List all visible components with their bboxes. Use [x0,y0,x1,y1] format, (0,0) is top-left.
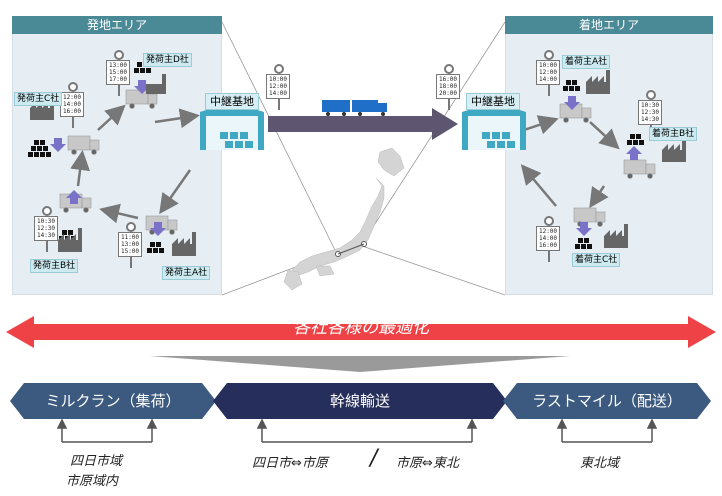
factory-icon [146,74,166,94]
clock-icon [42,206,52,216]
load-arrow-icon [150,222,166,236]
trunk-location-left: 四日市⇔市原 [252,456,328,471]
cargo-stack-icon [563,80,580,91]
destination-hub-warehouse-icon [462,102,526,150]
connector-line [221,21,336,251]
cargo-stack-icon [28,140,51,157]
load-arrow-icon [50,138,66,152]
shipper-d-label: 発荷主D社 [143,53,192,67]
stage-label-milkrun: ミルクラン（集荷） [45,392,181,410]
factory-icon [172,232,196,256]
factory-icon [604,224,628,248]
clock-icon [114,50,124,60]
lastmile-location: 東北域 [580,456,620,471]
truck-icon [573,207,606,227]
origin-hub-warehouse-icon [200,102,264,150]
cargo-stack-icon [575,238,592,249]
stage-bar-milkrun [10,383,216,419]
clock-icon [544,216,554,226]
unload-arrow-icon [626,146,642,160]
truck-icon [559,103,592,123]
unload-arrow-icon [564,96,580,110]
clock-icon [544,50,554,60]
trunk-arrow [268,108,458,140]
optimization-arrow [6,316,716,348]
connector-line [361,245,506,296]
clock-icon [444,64,454,74]
receiver-c-label: 着荷主C社 [572,253,621,267]
optimization-label: 各社各様の最適化 [293,318,429,338]
cargo-stack-icon [147,242,164,253]
shipper-b-label: 発荷主B社 [30,259,79,273]
factory-icon [586,70,610,94]
clock-icon [274,64,284,74]
trunk-truck-icon [322,100,387,116]
stage-label-trunk: 幹線輸送 [329,392,390,410]
origin-area-title: 発地エリア [12,16,222,34]
factory-icon [662,138,686,162]
clock-icon [68,82,78,92]
stage-bar-trunk [213,383,507,419]
clock-icon [646,90,656,100]
trunk-location-separator: / [370,446,378,471]
milkrun-location-2: 市原域内 [66,474,119,489]
cargo-stack-icon [627,134,644,145]
truck-icon [67,135,100,155]
stage-label-lastmile: ラストマイル（配送） [532,392,682,410]
stage-bar-lastmile [503,383,711,419]
shipper-a-label: 発荷主A社 [162,266,211,280]
load-arrow-icon [134,80,150,94]
funnel-shape [150,356,570,372]
factory-icon [58,228,82,252]
clock-icon [126,222,136,232]
destination-area-title: 着地エリア [505,16,713,34]
truck-icon [623,159,656,179]
receiver-a-label: 着荷主A社 [562,55,611,69]
load-arrow-icon [66,190,82,204]
origin-hub-label: 中継基地 [205,93,259,110]
destination-hub-label: 中継基地 [466,93,520,110]
area-graphics [28,62,686,256]
unload-arrow-icon [576,222,592,236]
receiver-b-label: 着荷主B社 [649,127,698,141]
milkrun-location-1: 四日市域 [70,454,123,469]
trunk-location-right: 市原⇔東北 [396,456,459,471]
shipper-c-label: 発荷主C社 [14,92,63,106]
